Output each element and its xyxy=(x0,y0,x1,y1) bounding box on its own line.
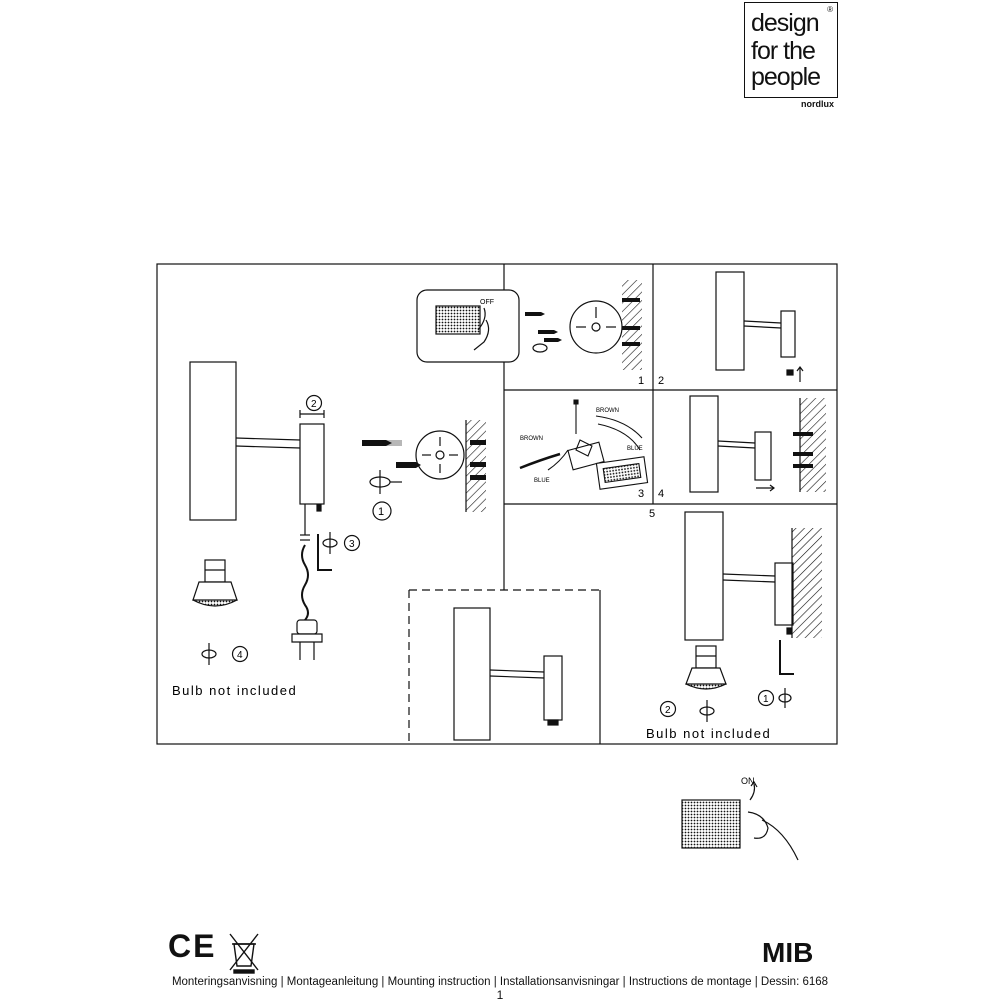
fuse-box-off xyxy=(416,289,520,363)
twist-icon xyxy=(201,643,249,665)
weee-bin-icon xyxy=(229,933,259,974)
screws xyxy=(362,440,486,480)
ce-mark: CE xyxy=(168,928,217,964)
lamp-exploded-view xyxy=(189,361,361,660)
wire-label-blue-1: BLUE xyxy=(627,446,643,452)
panel-5-twist-icons xyxy=(659,688,792,722)
step-marker-1b: 1 xyxy=(763,694,769,705)
panel-number-4: 4 xyxy=(658,488,664,500)
panel-number-2: 2 xyxy=(658,375,664,387)
switch-off-label: OFF xyxy=(480,299,494,306)
page-number: 1 xyxy=(496,988,504,1002)
panel-number-5: 5 xyxy=(649,508,655,520)
switch-on-label: ON xyxy=(741,776,755,786)
fuse-box-on xyxy=(681,780,799,861)
panel-1-wall-screws xyxy=(622,298,640,346)
panel-4-lamp xyxy=(689,395,826,493)
panel-1-plate xyxy=(532,280,642,370)
bulb-note-right: Bulb not included xyxy=(646,726,771,741)
bulb-icon xyxy=(192,559,238,607)
logo-line-3: people xyxy=(751,63,821,91)
step-marker-2b: 2 xyxy=(665,705,671,716)
panel-5-bulb-icon xyxy=(685,645,727,690)
drill-rotate-icon xyxy=(369,470,402,521)
rotate-arrow-icon xyxy=(322,532,338,554)
assembled-lamp xyxy=(453,607,563,741)
wire-label-brown-1: BROWN xyxy=(596,408,619,414)
panel-4-screws xyxy=(793,432,813,468)
wire-label-brown-2: BROWN xyxy=(520,436,543,442)
footer-languages: Monteringsanvisning | Montageanleitung |… xyxy=(171,976,829,988)
logo-line-2: for the xyxy=(751,37,816,65)
logo-line-1: design xyxy=(751,9,820,37)
panel-1-screws xyxy=(525,312,562,342)
step-marker-4: 4 xyxy=(237,650,243,661)
model-name: MIB xyxy=(762,937,814,968)
registered-mark: ® xyxy=(827,5,833,14)
bulb-note-left: Bulb not included xyxy=(172,683,297,698)
panel-number-1: 1 xyxy=(638,375,644,387)
step-marker-2: 2 xyxy=(311,399,317,410)
brand-logo: ® design for the people nordlux xyxy=(744,2,838,109)
step-marker-1: 1 xyxy=(378,506,384,518)
panel-2-lamp xyxy=(715,271,804,382)
nordlux-wordmark: nordlux xyxy=(800,99,835,109)
wiring-diagram xyxy=(519,399,649,490)
step-marker-3: 3 xyxy=(349,539,355,550)
panel-number-3: 3 xyxy=(638,488,644,500)
wire-label-blue-2: BLUE xyxy=(534,478,550,484)
panel-5-lamp xyxy=(684,511,822,675)
